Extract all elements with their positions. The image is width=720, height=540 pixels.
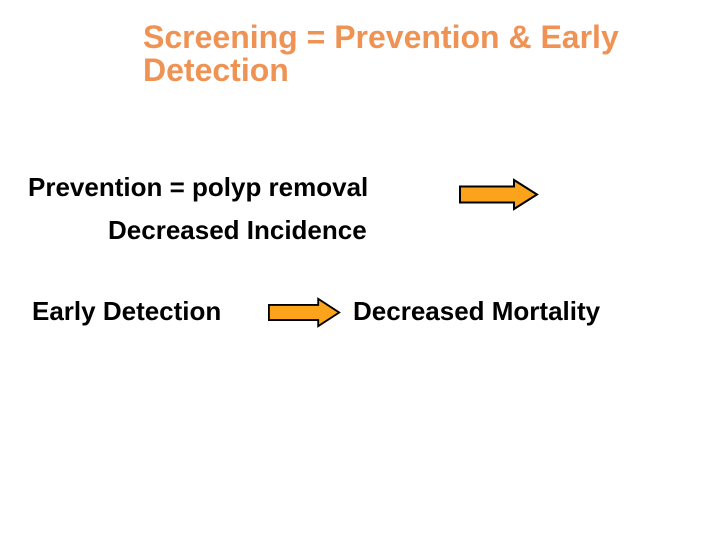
right-arrow-icon — [459, 178, 539, 216]
slide-title: Screening = Prevention & Early Detection — [143, 21, 653, 87]
prevention-text: Prevention = polyp removal — [28, 172, 369, 202]
slide-title-line-2: Detection — [143, 52, 289, 88]
right-arrow-icon — [268, 297, 341, 333]
early-detection-text: Early Detection — [32, 296, 222, 326]
incidence-text: Decreased Incidence — [108, 215, 367, 245]
slide-title-line-1: Screening = Prevention & Early — [143, 19, 619, 55]
mortality-text: Decreased Mortality — [353, 296, 601, 326]
